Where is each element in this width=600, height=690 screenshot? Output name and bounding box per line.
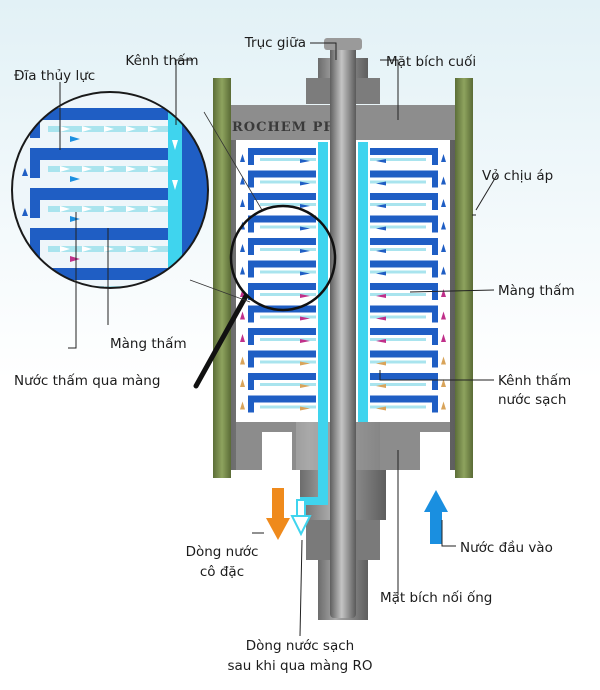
label-truc-giua: Trục giữa: [244, 35, 306, 51]
label-dong-nuoc-sach-2: sau khi qua màng RO: [227, 658, 372, 674]
disc-right: [370, 350, 446, 368]
label-kenh-tham-nuoc-sach-2: nước sạch: [498, 392, 566, 408]
magnifier-ring: [189, 111, 337, 389]
disc-left: [240, 373, 316, 390]
pressure-vessel-shell: [213, 78, 473, 478]
central-shaft: [330, 38, 356, 618]
disc-right: [370, 170, 446, 188]
label-mang-tham-right: Màng thấm: [498, 283, 575, 299]
disc-right: [370, 193, 446, 210]
label-vo-chiu-ap: Vỏ chịu áp: [482, 168, 553, 184]
brand-text: ROCHEM PF: [232, 120, 334, 135]
disc-left: [240, 350, 316, 368]
disc-left: [240, 395, 316, 413]
disc-right: [370, 148, 446, 165]
disc-left: [240, 193, 316, 210]
disc-left: [240, 260, 316, 278]
label-mang-tham-left: Màng thấm: [110, 336, 187, 352]
disc-left: [240, 170, 316, 188]
label-nuoc-tham-qua-mang: Nước thấm qua màng: [14, 373, 160, 389]
disc-left: [240, 238, 316, 255]
disc-right: [370, 260, 446, 278]
feed-inflow-arrow: [424, 490, 448, 544]
disc-right: [370, 373, 446, 390]
disc-stack: [240, 148, 446, 472]
label-dong-nuoc-co-dac-1: Dòng nước: [186, 544, 259, 560]
disc-right: [370, 328, 446, 345]
label-dong-nuoc-sach-1: Dòng nước sạch: [246, 638, 354, 654]
disc-left: [240, 148, 316, 165]
disc-right: [370, 238, 446, 255]
label-nuoc-dau-vao: Nước đầu vào: [460, 540, 553, 556]
label-dia-thuy-luc: Đĩa thủy lực: [14, 68, 95, 84]
zoom-inset: [11, 91, 209, 289]
label-kenh-tham-top: Kênh thấm: [125, 53, 198, 69]
disc-right: [370, 305, 446, 323]
disc-right: [370, 215, 446, 233]
label-mat-bich-noi-ong: Mặt bích nối ống: [380, 589, 492, 606]
label-dong-nuoc-co-dac-2: cô đặc: [200, 564, 244, 580]
label-kenh-tham-nuoc-sach-1: Kênh thấm: [498, 373, 571, 389]
permeate-channel: [300, 142, 368, 505]
permeate-outflow-arrow: [290, 499, 312, 537]
label-mat-bich-cuoi: Mặt bích cuối: [386, 53, 476, 70]
disc-left: [240, 328, 316, 345]
disc-right: [370, 283, 446, 300]
leader-lines: [59, 42, 498, 637]
concentrate-outflow-arrow: [266, 488, 290, 540]
disc-right: [370, 395, 446, 413]
